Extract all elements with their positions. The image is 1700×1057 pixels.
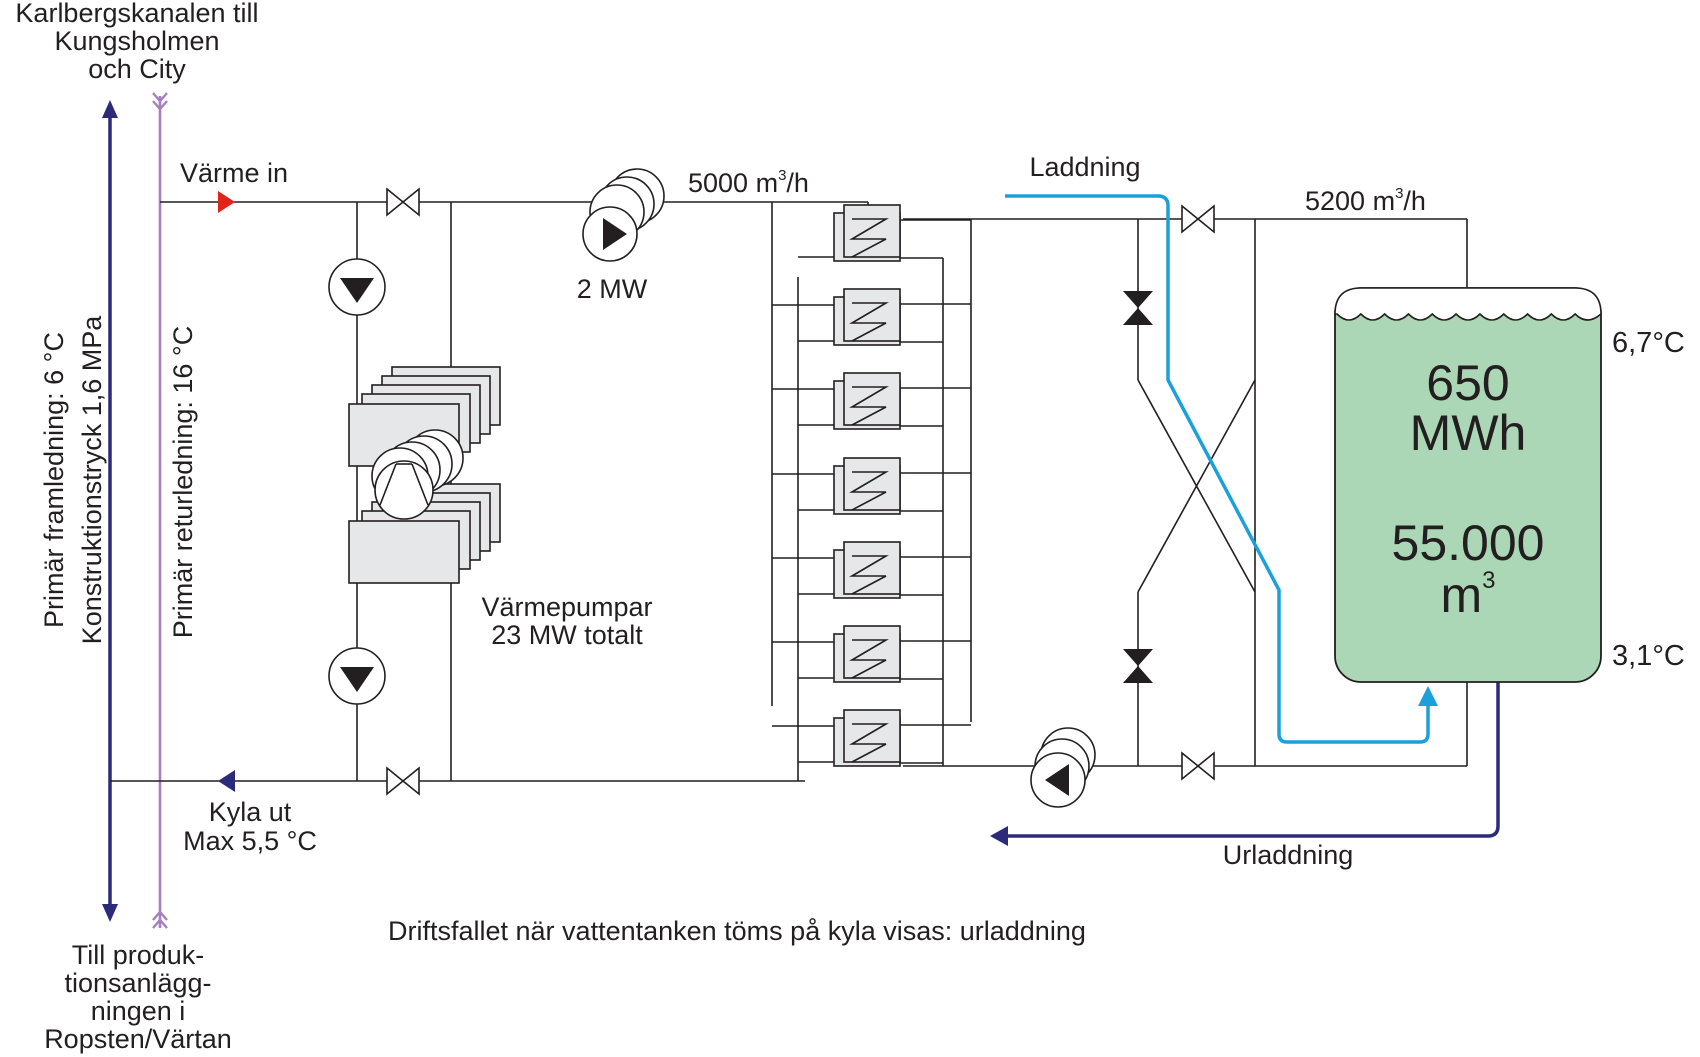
heat-exchanger-icon [833,625,901,683]
primary-return-line [152,92,168,929]
source-label-line3: och City [88,54,186,84]
heat-exchanger-icon [833,541,901,599]
valve-icon[interactable] [386,766,420,796]
tank-energy-value: 650 [1426,355,1509,411]
heat-in-arrow-icon [218,191,235,213]
heat-pumps-label-line2: 23 MW totalt [491,620,643,650]
heat-exchanger-icon [833,709,901,767]
tank-volume-value: 55.000 [1392,515,1545,571]
dest-label-line4: Ropsten/Värtan [44,1024,232,1054]
temp-bottom-label: 3,1°C [1612,640,1685,672]
pump-stack[interactable] [1030,727,1096,808]
pipe-network [110,201,1468,782]
primary-supply-label: Primär framledning: 6 °C [39,332,69,628]
primary-pressure-label: Konstruktionstryck 1,6 MPa [77,315,107,645]
pump-icon[interactable] [1030,752,1086,808]
tank-volume-unit: m3 [1440,567,1495,623]
temp-top-label: 6,7°C [1612,327,1685,359]
primary-supply-line [102,100,118,922]
charging-label: Laddning [1029,152,1140,182]
heat-exchanger-icon [833,372,901,430]
dest-label-line3: ningen i [91,996,186,1026]
exchanger-manifold [772,219,971,764]
heat-pump-stack [348,366,501,584]
cool-out-label-line2: Max 5,5 °C [183,826,317,856]
heat-exchanger-icon [833,204,901,262]
primary-return-label: Primär returledning: 16 °C [168,326,198,638]
pump-icon[interactable] [328,647,386,705]
dest-label-line1: Till produk- [72,940,205,970]
pump-icon[interactable] [582,206,638,262]
closed-valve-icon[interactable] [1123,649,1153,683]
flow-right-label: 5200 m3/h [1305,185,1426,216]
pump-power-label: 2 MW [577,274,648,304]
source-label-line2: Kungsholmen [54,26,219,56]
heat-in-label: Värme in [180,158,288,188]
valve-icon[interactable] [1181,204,1215,234]
heat-exchanger-bank [833,204,901,767]
tank-energy-unit: MWh [1410,405,1527,461]
cool-out-arrow-icon [218,770,235,792]
discharging-label: Urladdning [1223,840,1354,870]
heat-exchanger-icon [833,288,901,346]
closed-valve-icon[interactable] [1123,291,1153,325]
diagram-caption: Driftsfallet när vattentanken töms på ky… [388,916,1086,946]
valve-icon[interactable] [1181,751,1215,781]
discharging-line [990,662,1500,846]
condenser-box [348,520,460,584]
flow-left-label: 5000 m3/h [688,167,809,198]
heat-pumps-label-line1: Värmepumpar [481,592,652,622]
pump-stack[interactable] [582,168,665,262]
valve-icon[interactable] [386,187,420,217]
source-label-line1: Karlbergskanalen till [15,0,258,28]
compressor-icon [374,460,434,520]
water-tank-icon [1334,287,1602,683]
charging-line [1005,194,1438,744]
pump-icon[interactable] [328,258,386,316]
cool-out-label-line1: Kyla ut [209,797,292,827]
dest-label-line2: tionsanlägg- [64,968,211,998]
heat-exchanger-icon [833,457,901,515]
